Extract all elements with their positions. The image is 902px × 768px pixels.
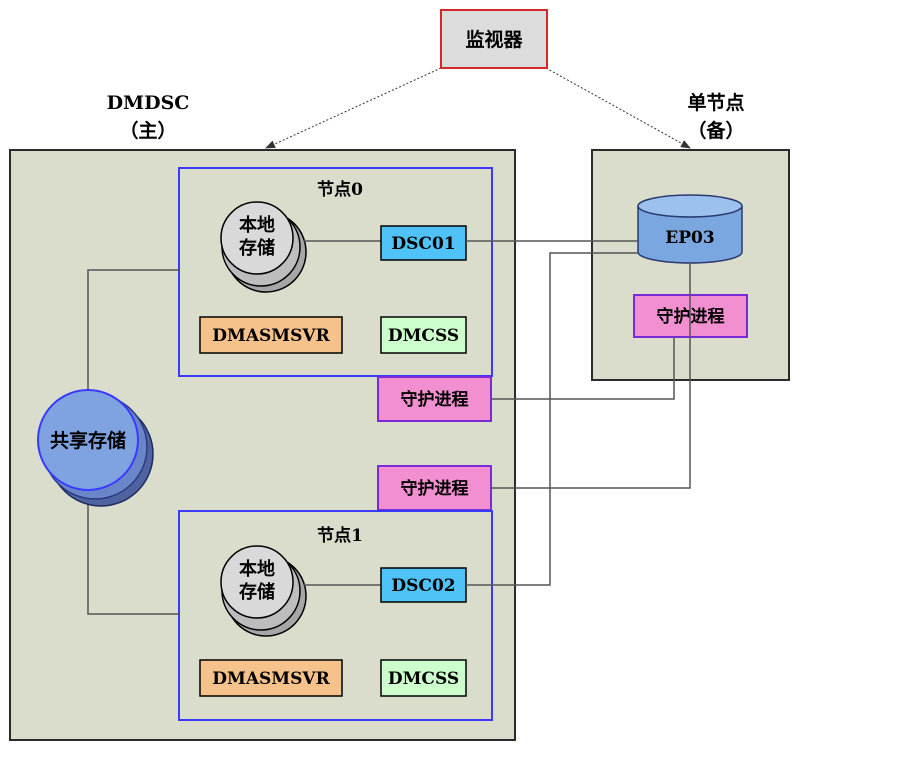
node-0-local-storage-label-2: 存储: [239, 237, 275, 259]
node-1-dsc: DSC02: [380, 567, 467, 603]
node-0-title: 节点0: [317, 179, 363, 200]
node-1-guard: 守护进程: [377, 465, 492, 511]
monitor-to-dmdsc-arrow: [265, 67, 442, 149]
node-0-guard-label: 守护进程: [401, 389, 469, 410]
dmdsc-title: DMDSC: [107, 92, 190, 114]
shared-storage: 共享存储: [37, 389, 154, 507]
node-0-frame: [178, 167, 493, 377]
node-1-local-storage-label-2: 存储: [239, 581, 275, 603]
node-0-dsc-label: DSC01: [391, 234, 455, 254]
node-1: 守护进程 节点1 本地 存储 DSC02 DMASMSVR DMCSS: [178, 465, 493, 721]
monitor-label: 监视器: [465, 28, 523, 51]
node-0-local-storage: 本地 存储: [220, 201, 307, 293]
node-0-guard: 守护进程: [377, 376, 492, 422]
node-1-local-storage: 本地 存储: [220, 545, 307, 637]
monitor: 监视器: [265, 9, 691, 149]
single-node-role: （备）: [687, 119, 744, 142]
node-0-css: DMCSS: [380, 316, 467, 354]
monitor-to-single-node-arrow: [545, 67, 691, 149]
node-0-dsc: DSC01: [380, 225, 467, 261]
node-1-title: 节点1: [317, 525, 363, 546]
shared-storage-links: [87, 269, 179, 615]
ep03-label: EP03: [665, 228, 714, 248]
single-node-title: 单节点: [687, 91, 744, 114]
node-1-frame: [178, 510, 493, 721]
node-0: 节点0 本地 存储 DSC01 DMASMSVR DMCSS 守护进程: [178, 167, 493, 422]
node-1-asm-label: DMASMSVR: [212, 669, 330, 689]
node-0-asm-label: DMASMSVR: [212, 326, 330, 346]
node-1-local-storage-label-1: 本地: [239, 558, 275, 580]
node-0-css-label: DMCSS: [388, 326, 459, 346]
node-1-dsc-label: DSC02: [391, 576, 455, 596]
node-0-local-storage-label-1: 本地: [239, 214, 275, 236]
node-1-css: DMCSS: [380, 659, 467, 697]
connection-lines: [466, 240, 691, 586]
shared-storage-label: 共享存储: [50, 429, 126, 452]
node-1-css-label: DMCSS: [388, 669, 459, 689]
monitor-box: [440, 9, 548, 69]
node-1-asm: DMASMSVR: [199, 659, 343, 697]
dmdsc-role: （主）: [119, 119, 176, 142]
ep03-database: EP03: [637, 194, 743, 264]
node-1-guard-label: 守护进程: [401, 478, 469, 499]
node-0-asm: DMASMSVR: [199, 316, 343, 354]
